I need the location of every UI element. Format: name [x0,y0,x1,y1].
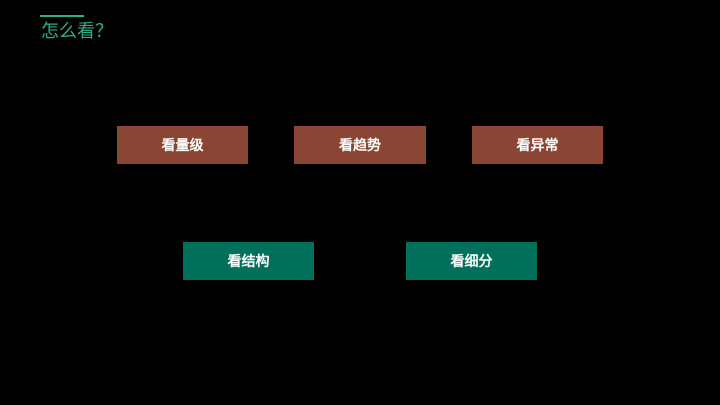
perspective-label: 看异常 [516,138,559,154]
perspective-box-anomaly[interactable]: 看异常 [472,126,603,164]
perspective-box-breakdown[interactable]: 看细分 [406,242,537,280]
title-accent-line [40,15,84,17]
perspective-label: 看量级 [161,138,204,154]
perspective-label: 看细分 [450,254,493,270]
perspective-label: 看趋势 [339,138,381,154]
page-title: 怎么看？ [41,21,113,42]
perspective-box-magnitude[interactable]: 看量级 [117,126,248,164]
perspective-label: 看结构 [227,254,270,270]
perspective-box-structure[interactable]: 看结构 [183,242,314,280]
perspective-box-trend[interactable]: 看趋势 [294,126,426,164]
